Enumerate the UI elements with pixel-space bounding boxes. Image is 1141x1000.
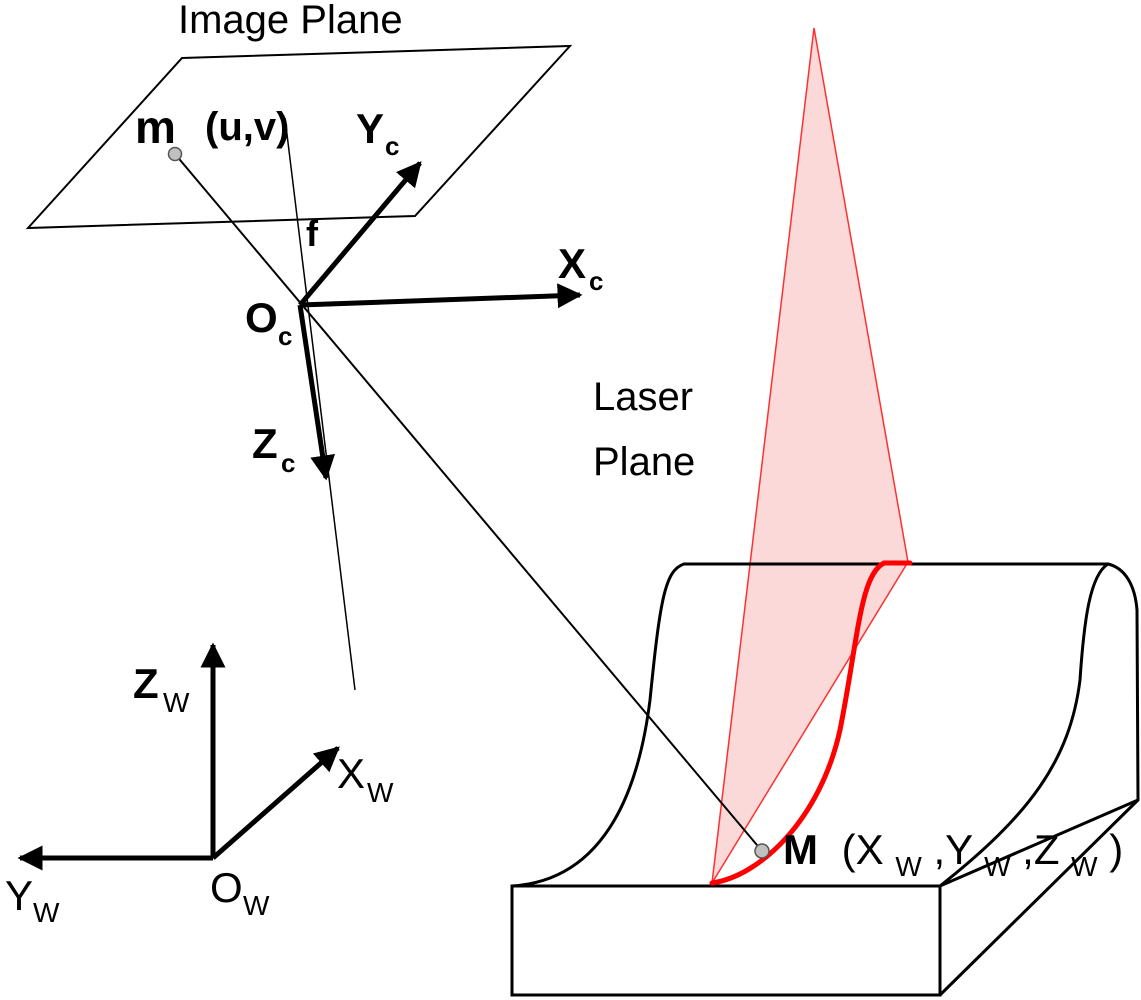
laser-plane-label-line1: Laser xyxy=(593,375,693,419)
yc-axis-arrow xyxy=(298,161,422,307)
ow-label: O xyxy=(210,864,243,911)
zc-sub-label: c xyxy=(281,448,295,478)
image-plane-label: Image Plane xyxy=(178,0,403,42)
M-y: ,Y xyxy=(933,826,973,873)
zw-sub-label: W xyxy=(163,687,190,718)
zw-label: Z xyxy=(133,660,159,707)
laser-plane-label-line2: Plane xyxy=(593,440,695,484)
world-point-M xyxy=(754,843,770,859)
oc-label: O xyxy=(245,294,278,341)
M-sub-x: W xyxy=(895,851,922,882)
M-letter: M xyxy=(783,826,818,873)
M-close: ) xyxy=(1109,826,1123,873)
laser-profile-curve xyxy=(709,560,913,886)
yc-label: Y xyxy=(356,105,384,152)
M-sub-z: W xyxy=(1071,851,1098,882)
yc-sub-label: c xyxy=(385,131,399,161)
oc-sub-label: c xyxy=(278,321,292,351)
M-open: (X xyxy=(842,826,884,873)
xc-sub-label: c xyxy=(589,266,603,296)
xw-axis-arrow xyxy=(211,746,340,860)
projection-ray xyxy=(174,153,763,852)
xw-label: X xyxy=(337,750,365,797)
M-z: ,Z xyxy=(1022,826,1059,873)
zc-axis-arrow xyxy=(297,304,336,481)
focal-length-label: f xyxy=(306,213,319,254)
yw-label: Y xyxy=(5,872,33,919)
M-sub-y: W xyxy=(984,851,1011,882)
m-label: m xyxy=(135,101,176,153)
image-point-m xyxy=(167,146,183,162)
xc-axis-arrow xyxy=(299,283,583,309)
optical-axis xyxy=(284,117,356,691)
world-point-label: M (X W ,Y W ,Z W ) xyxy=(783,826,1123,885)
m-coords-label: (u,v) xyxy=(205,105,289,149)
ow-sub-label: W xyxy=(243,890,270,921)
object-block xyxy=(510,798,1140,997)
yw-sub-label: W xyxy=(33,897,60,928)
xc-label: X xyxy=(558,240,586,287)
zc-label: Z xyxy=(252,420,278,467)
image-plane xyxy=(25,44,573,230)
laser-plane xyxy=(711,27,909,884)
xw-sub-label: W xyxy=(367,777,394,808)
